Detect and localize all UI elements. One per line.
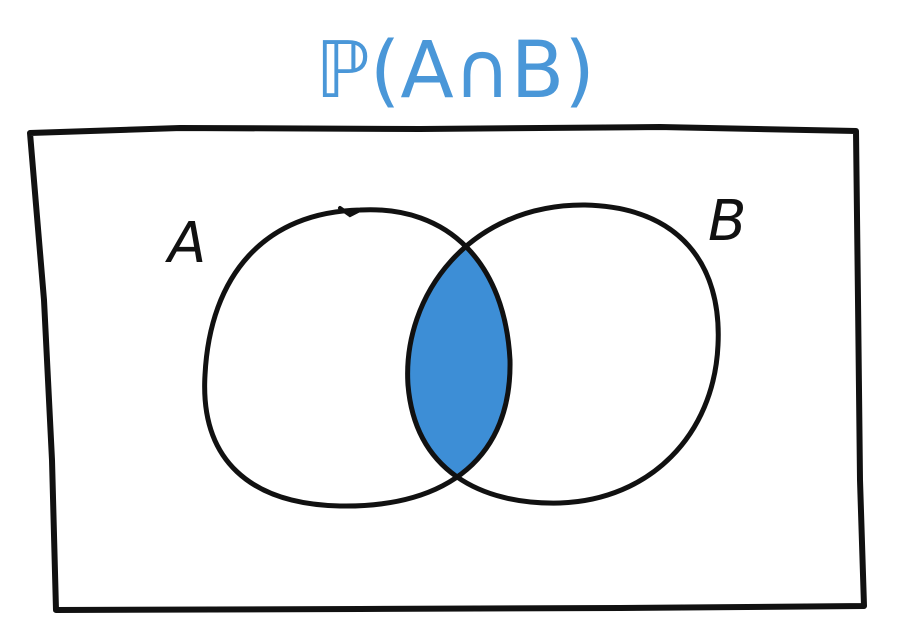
- set-a-stroke-mark: [338, 206, 360, 218]
- set-b-label: B: [708, 189, 746, 254]
- universe-rectangle: [27, 124, 867, 613]
- set-a-label: A: [165, 211, 206, 276]
- intersection-region: [407, 209, 511, 504]
- set-a-circle: [202, 207, 513, 509]
- set-b-circle: [405, 202, 721, 506]
- diagram-title: ℙ(A∩B): [315, 26, 595, 116]
